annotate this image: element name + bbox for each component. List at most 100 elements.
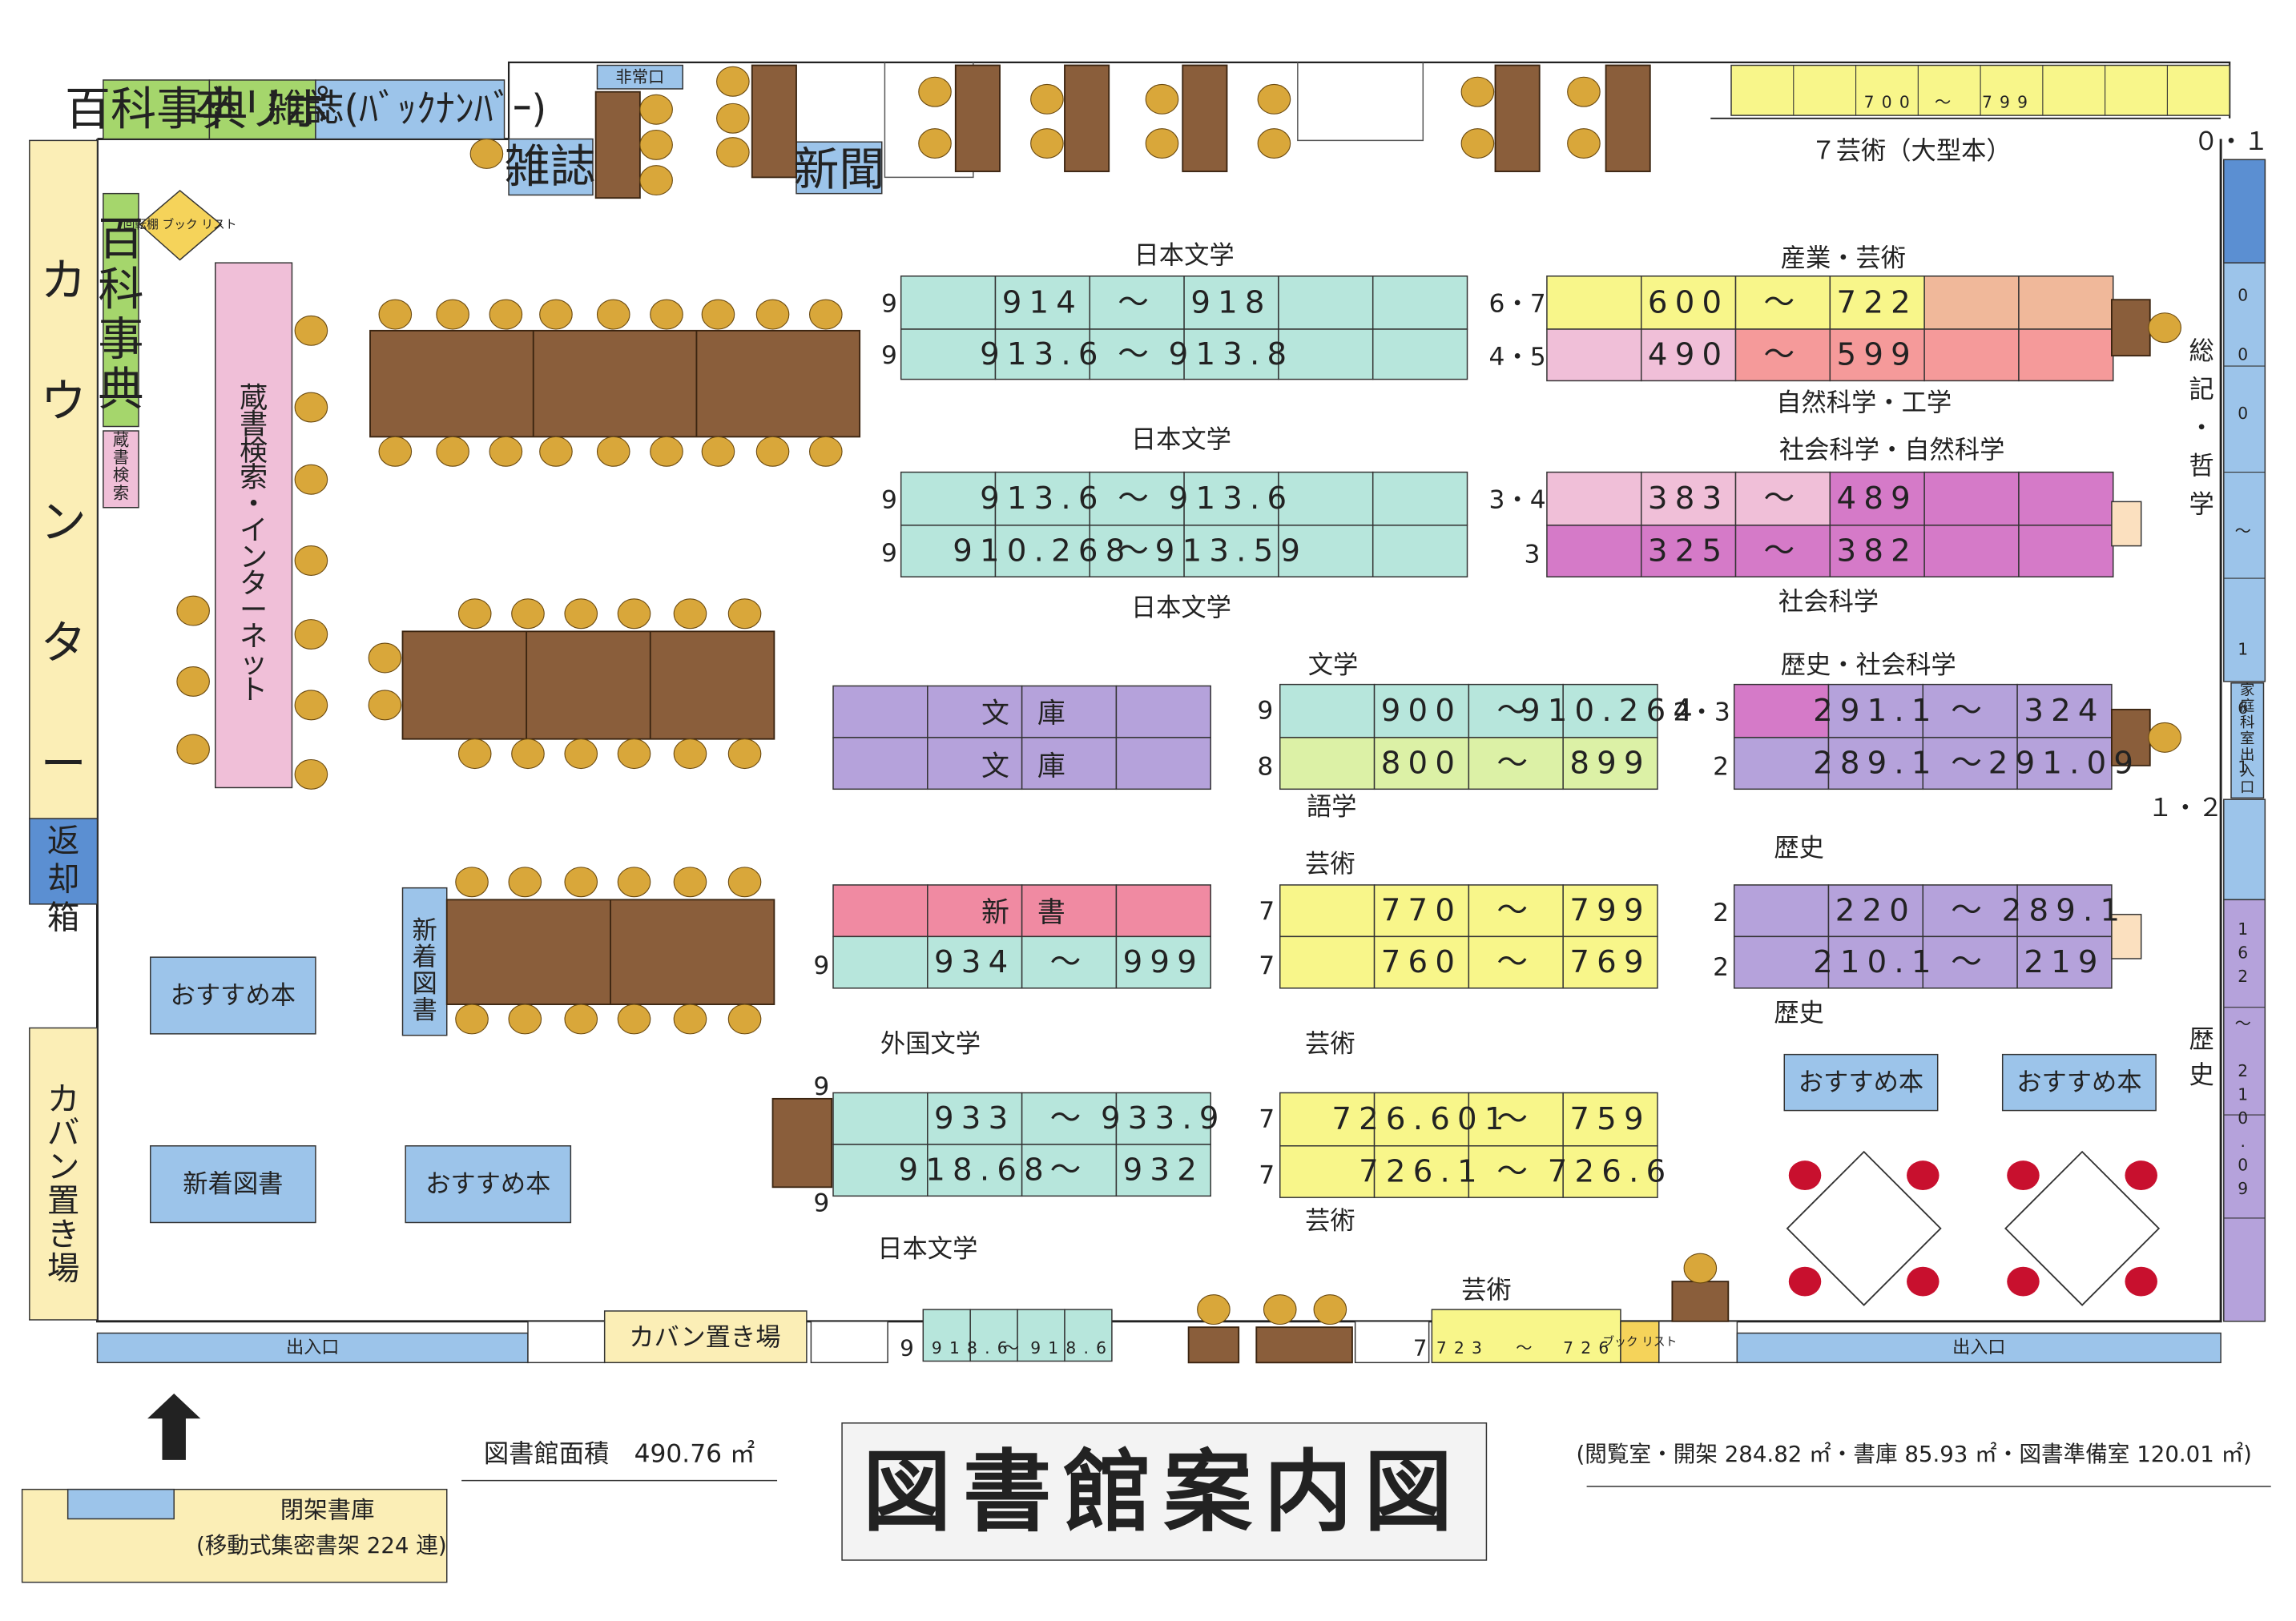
shinsho-label: 新 書: [981, 897, 1065, 929]
shelf-600-cell5: [2018, 276, 2114, 330]
r700-a: 700: [1864, 93, 1917, 112]
t3-bot2: [564, 1004, 598, 1035]
shelf-210-cell1: [1827, 935, 1924, 989]
r9136b-t2: 913.6: [1169, 481, 1295, 517]
r726a-t0: 726.601: [1331, 1101, 1511, 1137]
r770-t2: 799: [1569, 893, 1650, 929]
emergency-exit-label: 非常口: [616, 67, 665, 86]
title-text: 図書館案内図: [863, 1441, 1464, 1544]
r700-c: 799: [1982, 93, 2035, 112]
range-162-ch2: 2: [2238, 967, 2248, 986]
rotating-shelf-label: 回転棚 ブック リスト: [123, 217, 237, 231]
hist1: 歴史: [1774, 834, 1824, 863]
r934-t1: 〜: [1050, 944, 1089, 980]
stool-top-b3: [1030, 128, 1064, 159]
encyclopedia-v-label-ch0: 百: [98, 213, 143, 266]
shelf-bunko1-cell0: [832, 685, 928, 738]
t1-bot1: [436, 436, 469, 467]
shelf-760-cell0: [1279, 935, 1376, 989]
t2-bot1: [511, 738, 545, 770]
r933-t2: 933.9: [1101, 1100, 1227, 1136]
shelf-289-cell2: [1922, 737, 2018, 790]
closed-stack-detail: (移動式集密書架 224 連): [196, 1532, 447, 1559]
magazine-label: 雑誌: [505, 141, 596, 194]
stool-top-a0: [469, 139, 504, 169]
newspaper-label: 新聞: [793, 143, 884, 196]
social: 社会科学: [1778, 588, 1879, 617]
recommended-2: [405, 1145, 572, 1224]
encyclopedia-v: [103, 192, 139, 428]
range-162-ch10: 0: [2238, 1156, 2248, 1175]
range-000-161-ch1: 0: [2238, 344, 2248, 364]
t3-top3: [617, 867, 651, 898]
r9136a-t2: 913.8: [1169, 336, 1295, 372]
t3-top1: [508, 867, 542, 898]
r934-t0: 934: [934, 944, 1015, 980]
shelf-9186-cell0: [922, 1309, 971, 1362]
r770-t0: 770: [1381, 893, 1462, 929]
r723-b: 〜: [1516, 1338, 1539, 1358]
stool-top-a2: [639, 129, 673, 160]
shelf-220-cell0: [1733, 884, 1830, 938]
literature: 文学: [1308, 651, 1359, 680]
t1-top8: [809, 299, 843, 330]
r726b-t0: 726.1: [1359, 1153, 1484, 1189]
catalog-search-label-ch3: 索: [113, 483, 129, 502]
class-12-label: １・２: [2148, 794, 2223, 823]
side-stool0: [176, 595, 210, 626]
r291-t0: 291.1: [1813, 693, 1939, 729]
search-internet-label-ch6: ン: [240, 541, 268, 573]
shelf-289-cell3: [2016, 737, 2113, 790]
encyclopedia-v-label-ch3: 典: [98, 363, 143, 416]
bottom-stool-3: [1313, 1294, 1347, 1325]
t1-top7: [755, 299, 790, 330]
bottom-door-2: [810, 1321, 888, 1364]
t3-bot4: [673, 1004, 707, 1035]
search-internet-label-ch2: 検: [240, 436, 268, 468]
r325-t0: 325: [1648, 533, 1729, 569]
r9186-a: 918.6: [932, 1338, 1015, 1358]
family-room-label-ch0: 家: [2240, 682, 2254, 698]
r918-t0: 918.68: [898, 1152, 1050, 1189]
newspaper-table: [751, 64, 797, 179]
shelf-9136a-cell1: [994, 328, 1091, 380]
range-162-ch6: 2: [2238, 1061, 2248, 1080]
shelf-162: [2223, 899, 2266, 1322]
entrance-right-label: 出入口: [1952, 1337, 2005, 1358]
c7-5: 7: [1413, 1334, 1428, 1361]
magazine-table: [594, 91, 641, 199]
shelf-right-mid: [2223, 798, 2266, 901]
side-stool3: [294, 545, 328, 576]
gen-phil-label-ch2: ・: [2189, 413, 2214, 442]
r933-t0: 933: [934, 1100, 1015, 1136]
catalog-search-v: [103, 430, 139, 509]
counter-label-ch3: タ: [41, 617, 87, 670]
r933-t1: 〜: [1050, 1100, 1089, 1136]
stool-top-a5: [716, 103, 750, 134]
new-books-v-label-ch2: 図: [412, 969, 437, 998]
history-v-label-ch0: 歴: [2189, 1025, 2214, 1054]
entrance-left-label: 出入口: [286, 1337, 339, 1358]
gen-phil-label: 総記・哲学: [2189, 337, 2214, 519]
family-room-label-ch5: 入: [2240, 763, 2254, 780]
red-chair-1-0: [2007, 1160, 2040, 1190]
family-room-exit: [2230, 682, 2265, 799]
top-table-3: [1494, 64, 1541, 172]
stool-top-b0: [918, 76, 952, 107]
r490-t1: 〜: [1764, 337, 1803, 373]
t1-bot7: [755, 436, 790, 467]
counter-small: [1671, 1281, 1730, 1322]
r726b-t1: 〜: [1496, 1153, 1535, 1189]
emergency-exit: [596, 64, 683, 90]
search-internet-area: [215, 262, 293, 789]
right-table-1: [2110, 299, 2151, 357]
shelf-9136a-cell5: [1372, 328, 1468, 380]
shelf-490-cell5: [2018, 328, 2114, 382]
t1-bot8: [809, 436, 843, 467]
shelf-9136b-cell4: [1278, 471, 1374, 526]
t3-bot3: [617, 1004, 651, 1035]
shelf-914-cell3: [1183, 276, 1279, 330]
